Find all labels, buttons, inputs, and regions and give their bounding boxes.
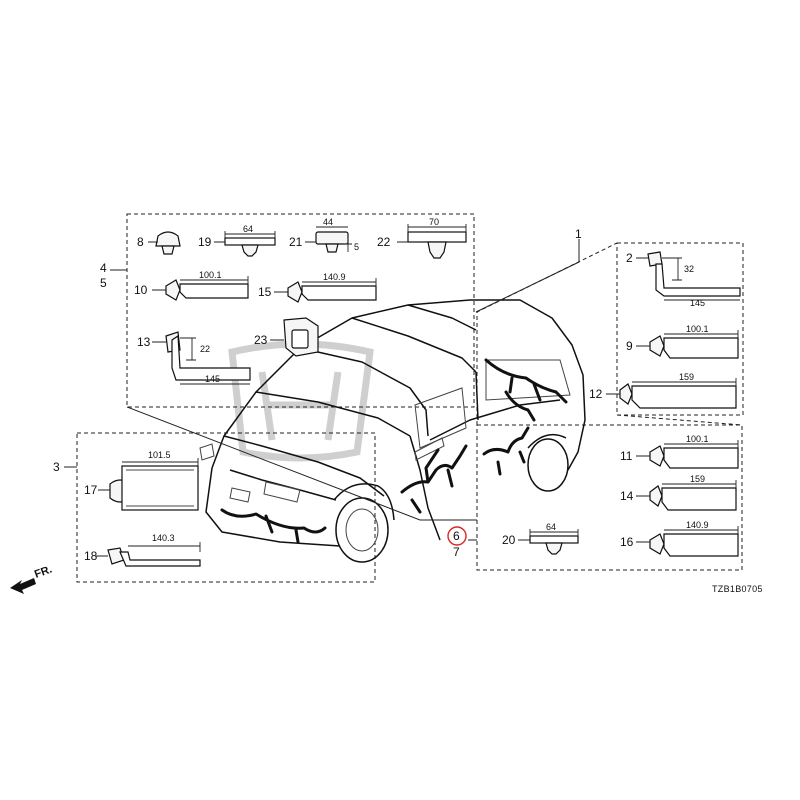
dim-part-11: 100.1 [686, 434, 709, 444]
dim-part-9: 100.1 [686, 324, 709, 334]
part-15 [274, 278, 377, 303]
callout-14: 14 [620, 489, 634, 503]
parts-box-bottom-right [476, 424, 743, 571]
car-outline [199, 299, 586, 563]
dim-part-17: 101.5 [148, 450, 171, 460]
callout-1: 1 [575, 227, 582, 241]
svg-text:FR.: FR. [33, 563, 54, 580]
leader-lines [64, 239, 580, 541]
part-8 [148, 231, 181, 255]
dim-part-13-height: 22 [200, 344, 210, 354]
callout-5: 5 [100, 276, 107, 290]
part-13 [152, 331, 251, 385]
callout-16: 16 [620, 535, 634, 549]
dim-part-20: 64 [546, 522, 556, 532]
dim-part-14: 159 [690, 474, 705, 484]
dim-part-21-width: 44 [323, 217, 333, 227]
callout-15: 15 [258, 285, 272, 299]
part-20 [518, 529, 579, 555]
dim-part-13-width: 145 [205, 374, 220, 384]
part-23 [270, 317, 319, 357]
part-22 [397, 224, 467, 259]
dim-part-19: 64 [243, 224, 253, 234]
callout-9: 9 [626, 339, 633, 353]
callout-4: 4 [100, 261, 107, 275]
harness-wires [220, 358, 568, 544]
callout-3: 3 [53, 460, 60, 474]
dim-part-15: 140.9 [323, 272, 346, 282]
callout-6-highlight [447, 526, 467, 546]
callout-8: 8 [137, 235, 144, 249]
callout-2: 2 [626, 251, 633, 265]
diagram-code: TZB1B0705 [712, 584, 763, 594]
callout-23: 23 [254, 333, 268, 347]
dim-part-16: 140.9 [686, 520, 709, 530]
callout-21: 21 [289, 235, 303, 249]
callout-10: 10 [134, 283, 148, 297]
callout-12: 12 [589, 387, 603, 401]
parts-box-top-left [126, 213, 475, 408]
part-16 [636, 526, 739, 557]
parts-box-top-right [616, 242, 744, 416]
callout-18: 18 [84, 549, 98, 563]
dim-part-21-height: 5 [354, 242, 359, 252]
callout-11: 11 [620, 449, 633, 463]
callout-17: 17 [84, 483, 98, 497]
dim-part-22: 70 [429, 217, 439, 227]
part-9 [636, 330, 739, 359]
part-19 [214, 231, 276, 257]
callout-22: 22 [377, 235, 391, 249]
part-12 [606, 378, 737, 409]
part-21 [305, 226, 352, 253]
dim-part-10: 100.1 [199, 270, 222, 280]
dimension-labels: 64 44 5 70 100.1 140.9 22 145 32 145 100… [148, 217, 709, 543]
callout-20: 20 [502, 533, 516, 547]
part-14 [636, 480, 737, 511]
dim-part-12: 159 [679, 372, 694, 382]
part-18 [96, 542, 201, 567]
front-direction-arrow: FR. [10, 563, 54, 594]
part-11 [636, 440, 739, 469]
callout-labels: 1 2 3 4 5 6 7 8 9 10 11 12 13 14 15 16 1… [53, 227, 634, 563]
part-10 [152, 276, 249, 301]
brand-emblem-watermark [228, 340, 374, 462]
dim-part-2-width: 145 [690, 298, 705, 308]
callout-7: 7 [453, 545, 460, 559]
part-2 [636, 251, 741, 301]
dim-part-18: 140.3 [152, 533, 175, 543]
callout-13: 13 [137, 335, 151, 349]
part-17 [98, 458, 199, 511]
callout-6: 6 [453, 529, 460, 543]
callout-19: 19 [198, 235, 212, 249]
dim-part-2-height: 32 [684, 264, 694, 274]
